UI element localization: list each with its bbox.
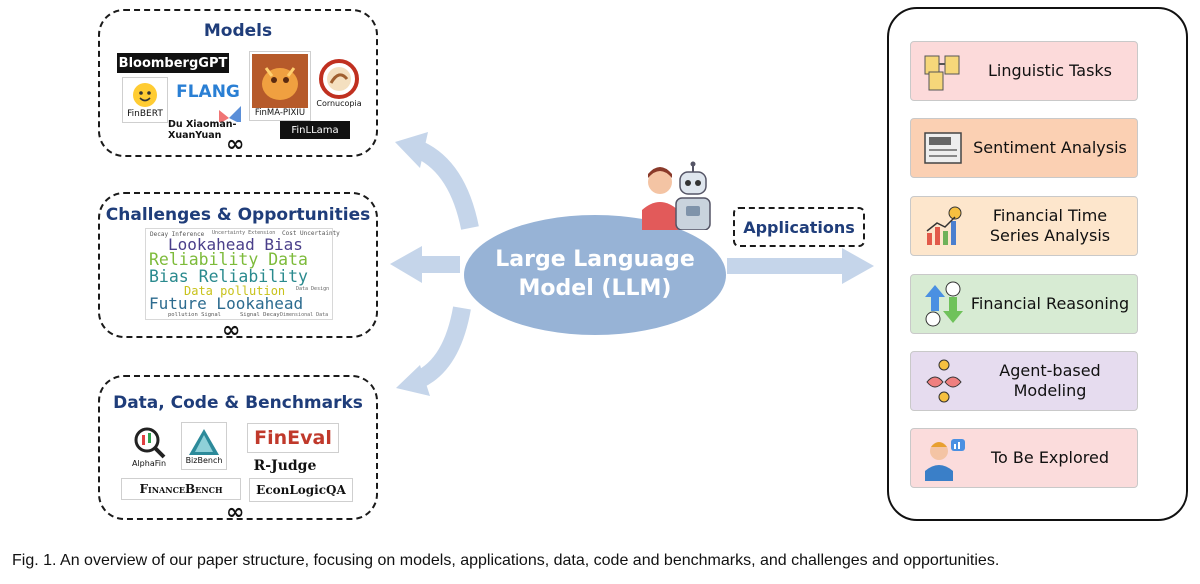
data-more-symbol: ∞ — [226, 500, 245, 525]
app-to-be-explored: To Be Explored — [910, 428, 1138, 488]
bizbench-label: BizBench — [185, 455, 223, 465]
applications-label: Applications — [743, 217, 855, 237]
buy-sell-icon — [925, 281, 963, 327]
alphafin-label: AlphaFin — [131, 458, 167, 468]
econlogicqa-label: EconLogicQA — [256, 483, 346, 497]
finbert-logo: FinBERT — [122, 77, 168, 123]
alphafin-logo: AlphaFin — [124, 421, 174, 471]
llm-title-line2: Model (LLM) — [518, 276, 672, 301]
cornucopia-logo: Cornucopia — [314, 55, 364, 111]
agents-icon — [926, 359, 962, 403]
arrow-to-models — [415, 141, 479, 230]
bar-chart-icon — [926, 206, 962, 245]
app-sentiment-analysis: Sentiment Analysis — [910, 118, 1138, 178]
arrow-to-challenges — [418, 256, 460, 273]
pixiu-icon — [252, 54, 308, 108]
arrow-to-applications — [727, 258, 845, 274]
data-title: Data, Code & Benchmarks — [113, 393, 363, 413]
flang-label: FLANG — [176, 82, 240, 102]
figure-caption: Fig. 1. An overview of our paper structu… — [12, 552, 1000, 569]
bloomberggpt-label: BloombergGPT — [118, 55, 228, 71]
app-linguistic-tasks: Linguistic Tasks — [910, 41, 1138, 101]
app-label-line2: Series Analysis — [989, 226, 1111, 245]
cornucopia-label: Cornucopia — [316, 98, 362, 108]
econlogicqa-logo: EconLogicQA — [249, 478, 353, 502]
bloomberggpt-logo: BloombergGPT — [117, 53, 229, 73]
cornucopia-icon — [319, 58, 359, 99]
finllama-logo: FinLLama — [280, 121, 350, 139]
app-label: Linguistic Tasks — [987, 61, 1113, 80]
arrowhead-applications — [842, 248, 874, 284]
wc-word-4: Data pollution — [184, 284, 286, 298]
app-label-line1: Financial Time — [992, 206, 1108, 225]
challenges-title: Challenges & Opportunities — [105, 205, 371, 225]
news-icon — [924, 132, 962, 164]
rjudge-logo: R-Judge — [249, 456, 321, 476]
models-title: Models — [203, 21, 273, 41]
app-label: Sentiment Analysis — [973, 138, 1127, 157]
xuanyuan-icon — [219, 106, 241, 124]
app-financial-reasoning: Financial Reasoning — [910, 274, 1138, 334]
xuanyuan-label: Du Xiaoman-XuanYuan — [168, 119, 237, 141]
wc-small-1: Decay Inference — [150, 231, 205, 238]
wc-small-7: Data Design — [296, 286, 330, 292]
wc-small-4: pollution Signal — [168, 312, 221, 318]
wc-word-1: Lookahead Bias — [168, 235, 303, 254]
finllama-label: FinLLama — [291, 124, 339, 136]
app-label-line2: Modeling — [1013, 381, 1087, 400]
fineval-logo: FinEval — [247, 423, 339, 453]
documents-icon — [924, 55, 960, 91]
wc-small-2: Uncertainty Extension — [212, 230, 276, 236]
hugging-face-icon — [133, 83, 157, 107]
models-more-symbol: ∞ — [226, 132, 245, 157]
challenges-wordcloud: Decay Inference Uncertainty Extension Co… — [145, 228, 340, 320]
fineval-label: FinEval — [254, 427, 332, 449]
financebench-logo: FinanceBench — [121, 478, 241, 500]
llm-ellipse: Large Language Model (LLM) — [464, 215, 726, 335]
finma-label: FinMA-PIXIU — [254, 108, 306, 118]
arrowhead-data — [396, 365, 430, 396]
xuanyuan-logo: Du Xiaoman-XuanYuan — [168, 119, 278, 141]
app-label: Financial Reasoning — [970, 294, 1130, 313]
bizbench-logo: BizBench — [181, 422, 227, 470]
bizbench-icon — [189, 428, 219, 455]
finma-logo: FinMA-PIXIU — [249, 51, 311, 121]
applications-label-box: Applications — [733, 207, 865, 247]
arrow-to-data — [413, 306, 471, 389]
rjudge-label: R-Judge — [253, 458, 317, 474]
flang-logo: FLANG — [175, 81, 241, 103]
alphafin-icon — [134, 427, 166, 458]
wc-word-2: Reliability Data — [149, 250, 308, 269]
wc-small-3: Cost Uncertainty — [282, 230, 340, 237]
challenges-more-symbol: ∞ — [222, 318, 241, 343]
arrowhead-models — [395, 132, 428, 168]
wc-word-5: Future Lookahead — [149, 294, 304, 313]
wc-small-5: Signal Decay — [240, 312, 280, 318]
arrowhead-challenges — [390, 246, 422, 283]
finbert-label: FinBERT — [127, 109, 163, 119]
wc-word-3: Bias Reliability — [149, 267, 308, 286]
llm-title-line1: Large Language — [495, 247, 695, 273]
wc-small-6: Dimensional Data — [280, 312, 329, 318]
human-robot-icon — [642, 161, 711, 230]
businessman-icon — [925, 439, 965, 481]
app-label-line1: Agent-based — [999, 361, 1101, 380]
financebench-label: FinanceBench — [139, 482, 223, 496]
app-label: To Be Explored — [990, 448, 1110, 467]
